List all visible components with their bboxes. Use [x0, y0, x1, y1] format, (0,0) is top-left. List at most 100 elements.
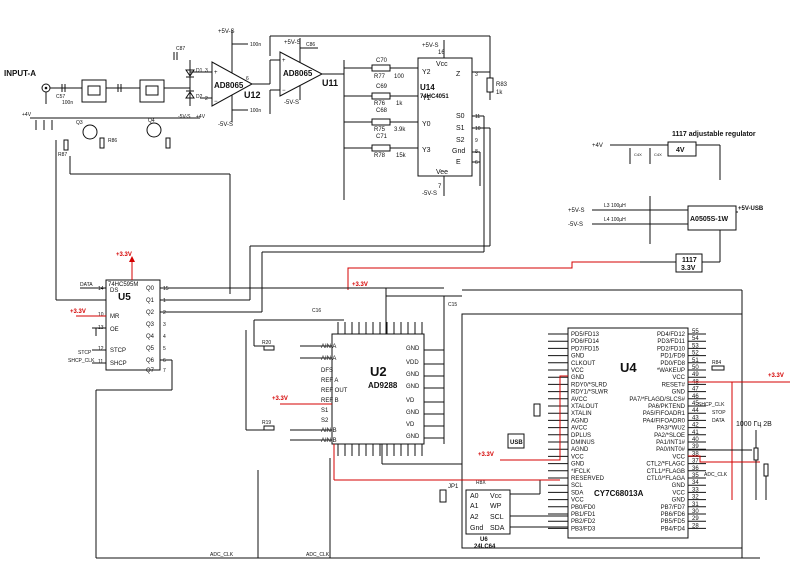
- mcu-right-pin: CTL1/*FLAGB: [647, 469, 685, 475]
- svg-text:10: 10: [475, 126, 481, 132]
- mcu-right-pin: PA5/FIFOADR1: [643, 411, 686, 417]
- svg-text:SDA: SDA: [490, 525, 505, 532]
- svg-text:+5V-S: +5V-S: [568, 208, 585, 214]
- svg-text:+3.3V: +3.3V: [768, 373, 784, 379]
- mcu-right-pin: PD1/FD9: [660, 354, 685, 360]
- svg-text:S1: S1: [456, 125, 465, 132]
- mcu-right-pin-number: 39: [692, 444, 699, 450]
- svg-text:GND: GND: [406, 372, 420, 378]
- net-3v3-top: +3.3V: [347, 261, 640, 290]
- mcu-right-pin-number: 40: [692, 437, 699, 443]
- svg-text:USB: USB: [510, 440, 523, 446]
- mcu-right-pin-number: 37: [692, 459, 699, 465]
- svg-text:ADC_CLK: ADC_CLK: [704, 472, 728, 478]
- svg-text:GND: GND: [406, 410, 420, 416]
- svg-text:Y0: Y0: [422, 121, 431, 128]
- mcu-left-pin: PD6/FD14: [571, 339, 600, 345]
- mcu-right-pin: GND: [672, 498, 686, 504]
- svg-text:OE: OE: [110, 327, 119, 333]
- svg-text:STCP: STCP: [110, 348, 126, 354]
- mcu-right-pin-number: 46: [692, 394, 699, 400]
- dcdc-converter: [687, 205, 737, 231]
- mcu-right-pin-number: 55: [692, 329, 699, 335]
- svg-text:1k: 1k: [496, 90, 503, 96]
- jumper-jp1: [439, 489, 447, 503]
- svg-text:1117 adjustable regulator: 1117 adjustable regulator: [672, 131, 756, 138]
- svg-text:Z: Z: [456, 71, 461, 78]
- svg-text:+3.3V: +3.3V: [272, 396, 288, 402]
- svg-text:U4: U4: [620, 360, 637, 375]
- svg-text:C71: C71: [376, 134, 388, 140]
- svg-text:1: 1: [163, 298, 166, 304]
- svg-text:1117: 1117: [682, 257, 697, 264]
- mcu-right-pin-number: 50: [692, 365, 699, 371]
- svg-text:U12: U12: [244, 90, 261, 100]
- mcu-left-pin: GND: [571, 462, 585, 468]
- svg-text:3: 3: [475, 72, 478, 78]
- crystal: [533, 403, 541, 417]
- svg-text:74HC4051: 74HC4051: [420, 94, 449, 100]
- mcu-right-pin-number: 54: [692, 336, 699, 342]
- mcu-right-pin: PA6/PKTEND: [648, 404, 686, 410]
- svg-text:11: 11: [475, 114, 480, 120]
- svg-text:3: 3: [205, 68, 208, 74]
- svg-text:-5V-S: -5V-S: [218, 122, 233, 128]
- svg-text:Y2: Y2: [422, 69, 431, 76]
- shift-reg-u5: U5 74HC595M DS MR OE STCP SHCP Q0 Q1 Q2 …: [55, 140, 490, 391]
- svg-text:Q4: Q4: [148, 118, 155, 124]
- svg-text:R75: R75: [374, 127, 386, 133]
- mcu-left-pin: PD7/FD15: [571, 346, 600, 352]
- svg-text:R86: R86: [108, 138, 117, 144]
- mcu-right-pin-number: 30: [692, 509, 699, 515]
- svg-text:R78: R78: [374, 153, 386, 159]
- mcu-right-pin-number: 36: [692, 466, 699, 472]
- relay-1: [81, 79, 107, 103]
- svg-text:SHCP_CLK: SHCP_CLK: [68, 358, 95, 364]
- svg-text:SHCP_CLK: SHCP_CLK: [698, 402, 725, 408]
- adc-u2: U2 AD9288 AIN A AIN A DFS REF A REF OUT …: [245, 150, 457, 456]
- svg-text:E: E: [456, 159, 461, 166]
- svg-text:Q0: Q0: [146, 286, 155, 292]
- svg-text:Vcc: Vcc: [490, 493, 502, 500]
- mcu-left-pin: AVCC: [571, 397, 588, 403]
- svg-text:3: 3: [163, 322, 166, 328]
- svg-text:15: 15: [163, 286, 169, 292]
- input-stage: INPUT-A C57 100n Q3 Q4 R87 R86 +4V: [4, 46, 206, 158]
- svg-text:ADC_CLK: ADC_CLK: [210, 552, 234, 558]
- svg-text:A2: A2: [470, 514, 479, 521]
- mcu-right-pin: PD0/FD8: [660, 361, 685, 367]
- mcu-right-pin-number: 44: [692, 408, 699, 414]
- mcu-right-pin-number: 28: [692, 523, 699, 529]
- svg-text:AIN A: AIN A: [321, 356, 336, 362]
- mcu-left-pin: VCC: [571, 368, 584, 374]
- mcu-right-pin: VCC: [672, 490, 685, 496]
- svg-text:C4X: C4X: [634, 152, 642, 157]
- svg-text:100n: 100n: [250, 108, 261, 114]
- svg-text:A0505S-1W: A0505S-1W: [690, 216, 729, 223]
- svg-text:7: 7: [163, 368, 166, 374]
- mcu-left-pin: GND: [571, 354, 585, 360]
- svg-text:C86: C86: [306, 42, 315, 48]
- mcu-right-pin-number: 52: [692, 351, 699, 357]
- svg-text:Q3: Q3: [76, 120, 83, 126]
- mcu-right-pin: PD2/FD10: [657, 346, 686, 352]
- svg-text:+5V-S: +5V-S: [422, 43, 439, 49]
- svg-text:−: −: [214, 99, 218, 105]
- svg-text:STOP: STOP: [712, 410, 726, 416]
- mcu-left-pin: RESERVED: [571, 476, 605, 482]
- svg-text:GND: GND: [406, 434, 420, 440]
- mcu-left-pin: XTALIN: [571, 411, 592, 417]
- transistor-q3: [82, 124, 98, 140]
- svg-text:-5V-S: -5V-S: [284, 100, 299, 106]
- svg-text:Y1: Y1: [422, 95, 431, 102]
- svg-text:Q2: Q2: [146, 310, 155, 316]
- mcu-right-pin-number: 31: [692, 502, 699, 508]
- mcu-right-pin-number: 49: [692, 372, 699, 378]
- svg-text:Q5: Q5: [146, 346, 155, 352]
- svg-text:R77: R77: [374, 74, 386, 80]
- mcu-right-pin: PA3/*WU2: [657, 426, 686, 432]
- svg-text:R83: R83: [496, 82, 508, 88]
- mcu-right-pin: PD3/FD11: [657, 339, 685, 345]
- svg-text:4: 4: [163, 334, 166, 340]
- svg-text:+4V: +4V: [196, 114, 206, 120]
